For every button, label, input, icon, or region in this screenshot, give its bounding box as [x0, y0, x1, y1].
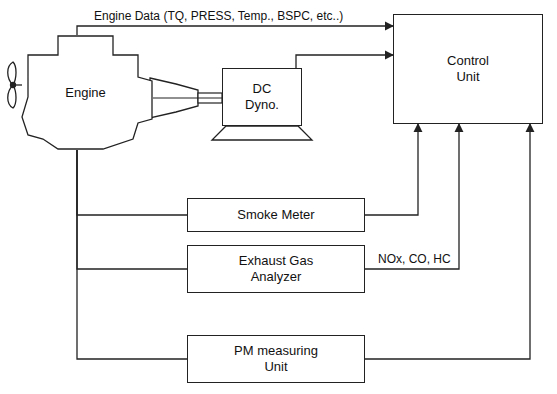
engine-block: Engine [18, 35, 153, 150]
node-label: Control Unit [438, 53, 498, 85]
dyno-box: DC Dyno. [222, 68, 302, 126]
connector [153, 97, 222, 98]
connector [365, 124, 418, 215]
instrument-box: Smoke Meter [187, 198, 365, 232]
node-label: PM measuring Unit [226, 343, 326, 375]
signal-label: Engine Data (TQ, PRESS, Temp., BSPC, etc… [92, 9, 345, 23]
node-label: Exhaust Gas Analyzer [221, 253, 331, 285]
connector [77, 26, 393, 35]
node-label: Smoke Meter [201, 207, 351, 223]
connector [296, 55, 393, 68]
connector [365, 124, 459, 269]
engine-shape [22, 36, 152, 149]
instrument-box: PM measuring Unit [187, 335, 365, 383]
connector [77, 150, 187, 215]
instrument-box: Exhaust Gas Analyzer [187, 245, 365, 293]
dyno-stand [212, 126, 312, 140]
connector [365, 124, 530, 359]
connector [77, 150, 187, 359]
engine-fan [8, 62, 22, 108]
signal-label: NOx, CO, HC [376, 252, 453, 266]
connector [77, 150, 187, 269]
node-label: Engine [46, 85, 126, 101]
control-box: Control Unit [393, 14, 543, 124]
node-label: DC Dyno. [240, 81, 285, 113]
